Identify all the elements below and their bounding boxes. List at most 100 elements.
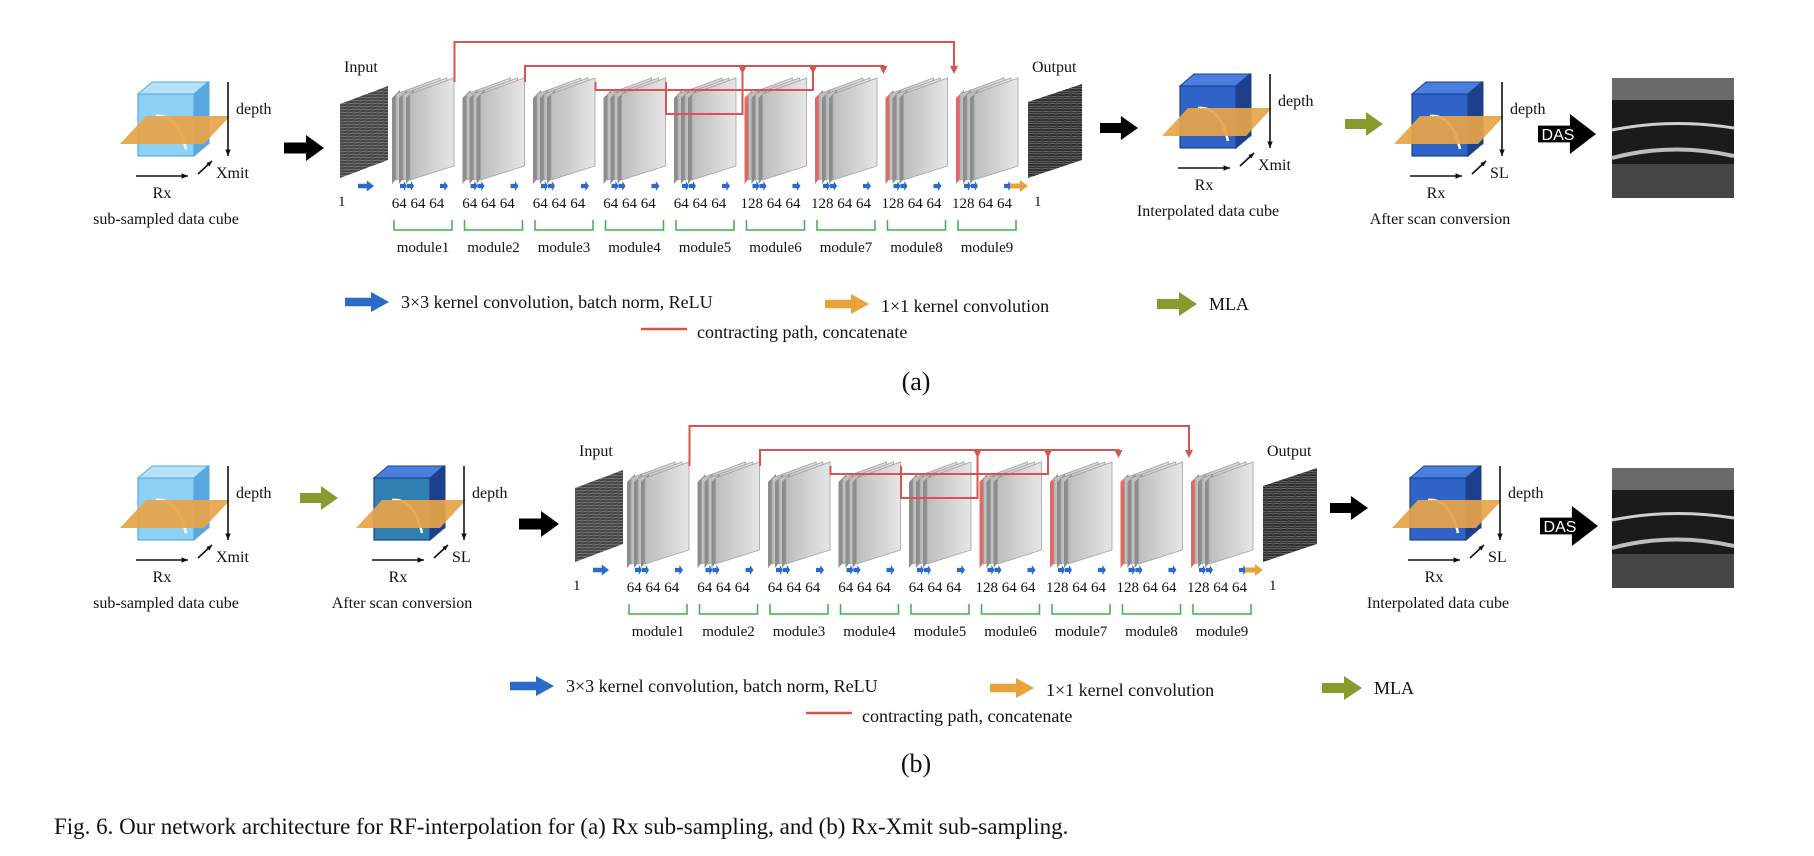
- panel-a-mid-diag-label: Xmit: [1258, 157, 1291, 174]
- panel-b-skip-connection: [900, 450, 982, 499]
- panel-b-conv-arrow: [917, 565, 924, 575]
- panel-b-left-diag-label: Xmit: [216, 549, 249, 566]
- panel-b-legend-conv: 3×3 kernel convolution, batch norm, ReLU: [566, 676, 878, 696]
- panel-a-right-diag-arrow: [1471, 160, 1487, 175]
- panel-a-module-label: module1: [397, 240, 450, 256]
- panel-b-conv-arrow: [1206, 565, 1213, 575]
- panel-b-conv-arrow: [994, 565, 1002, 575]
- panel-a-legend-mla-arrow: [1157, 292, 1197, 316]
- panel-a-das-arrow: [1538, 114, 1596, 154]
- panel-b-module-label: module2: [702, 624, 755, 640]
- panel-b-skip-connection: [759, 449, 1123, 466]
- panel-a-conv-arrow: [510, 181, 519, 191]
- panel-a-layer-face: [550, 77, 596, 181]
- panel-a-conv-arrow: [759, 181, 767, 191]
- panel-a-conv-arrow: [893, 181, 901, 191]
- panel-a-1x1-arrow: [1010, 180, 1028, 192]
- panel-a-conv-arrow: [830, 181, 837, 191]
- panel-a-left-depth-arrow-head: [225, 149, 231, 156]
- panel-b-skip-connection: [688, 425, 1193, 466]
- panel-b-conv-arrow: [776, 565, 783, 575]
- panel-a-legend-skip: contracting path, concatenate: [697, 322, 907, 342]
- panel-a-conv-arrow: [611, 181, 619, 191]
- panel-a-layer-face: [762, 77, 807, 181]
- panel-a-right-rx-arrow-head: [1455, 173, 1462, 179]
- panel-a-legend-conv-arrow: [345, 292, 389, 312]
- panel-a-module-bracket: [393, 220, 453, 231]
- panel-b-layer-face: [785, 461, 831, 565]
- panel-b-right-diag-label: SL: [1488, 549, 1507, 566]
- panel-a-conv-arrow: [440, 181, 448, 191]
- panel-a-mid-depth-label: depth: [1278, 93, 1314, 110]
- panel-a-left-depth-arrow: [225, 82, 231, 156]
- panel-b-from-net-arrow: [1330, 496, 1368, 520]
- panel-b-conv-arrow: [1199, 565, 1206, 575]
- panel-b-module-bracket: [980, 604, 1041, 615]
- panel-b-module-label: module4: [843, 624, 896, 640]
- panel-a-skip-connection: [594, 66, 817, 91]
- panel-a-left-rx-arrow: [136, 173, 188, 179]
- panel-a-right-diag-label: SL: [1490, 165, 1509, 182]
- panel-b-conv-arrow: [924, 565, 931, 575]
- panel-b-output-label: Output: [1267, 443, 1312, 460]
- panel-a-input-image: [340, 86, 388, 178]
- panel-a-output-channel: 1: [1034, 194, 1042, 210]
- panel-a-right-depth-arrow-head: [1499, 149, 1505, 156]
- panel-a-conv-arrow: [863, 181, 871, 191]
- panel-b-right-rx-arrow-head: [1453, 557, 1460, 563]
- panel-b-skip-connection: [829, 450, 1052, 475]
- panel-a-module-bracket: [745, 220, 806, 231]
- panel-a-module-label: module5: [679, 240, 732, 256]
- panel-b-conv-arrow: [593, 564, 609, 576]
- panel-a-module-bracket: [886, 220, 947, 231]
- panel-b-module-bracket: [839, 604, 900, 615]
- panel-b-channels: 128 64 64: [1046, 580, 1107, 596]
- panel-a-skip-head: [879, 66, 888, 74]
- panel-a-us-wall: [1611, 121, 1735, 132]
- panel-a-module-bracket: [957, 220, 1017, 231]
- panel-b-legend-mla: MLA: [1374, 678, 1414, 698]
- panel-a-right-rx-arrow: [1410, 173, 1462, 179]
- panel-b-layer-face: [644, 461, 690, 565]
- panel-b-to-net-arrow: [519, 511, 559, 537]
- panel-b-left-diag-arrow: [197, 544, 213, 559]
- panel-b-module-bracket: [698, 604, 759, 615]
- panel-b-module-bracket: [769, 604, 829, 615]
- panel-b-channels: 64 64 64: [627, 580, 680, 596]
- panel-a-conv-arrow: [971, 181, 978, 191]
- panel-a-layer-face: [409, 77, 455, 181]
- panel-b-channels: 128 64 64: [1187, 580, 1248, 596]
- panel-b-right-cube-caption: Interpolated data cube: [1367, 595, 1509, 612]
- panel-a-conv-arrow: [470, 181, 478, 191]
- panel-a-channels: 128 64 64: [811, 196, 872, 212]
- panel-a-right-rx-label: Rx: [1427, 185, 1446, 202]
- panel-a-output-label: Output: [1032, 59, 1077, 76]
- panel-b-module-label: module6: [984, 624, 1037, 640]
- panel-b-conv-arrow: [642, 565, 649, 575]
- panel-b-skip-head: [1185, 450, 1193, 458]
- panel-b-conv-arrow: [1168, 565, 1177, 575]
- panel-b-layer-face: [1138, 461, 1183, 565]
- panel-a-skip-line: [453, 41, 955, 82]
- panel-a-mid-cube-caption: Interpolated data cube: [1137, 203, 1279, 220]
- panel-b-left-cube-caption: sub-sampled data cube: [93, 595, 239, 612]
- panel-b-left-slice-plane: [120, 500, 230, 528]
- panel-a-left-diag-arrow: [197, 160, 213, 175]
- panel-a-module-bracket: [675, 220, 735, 231]
- panel-a-us-band: [1612, 78, 1734, 100]
- panel-b-conv-arrow: [1065, 565, 1072, 575]
- panel-b-panel-label: (b): [901, 749, 931, 778]
- panel-a-mid-rx-label: Rx: [1195, 177, 1214, 194]
- panel-b-legend-conv-arrow: [510, 676, 554, 696]
- panel-b-mid-rx-label: Rx: [389, 569, 408, 586]
